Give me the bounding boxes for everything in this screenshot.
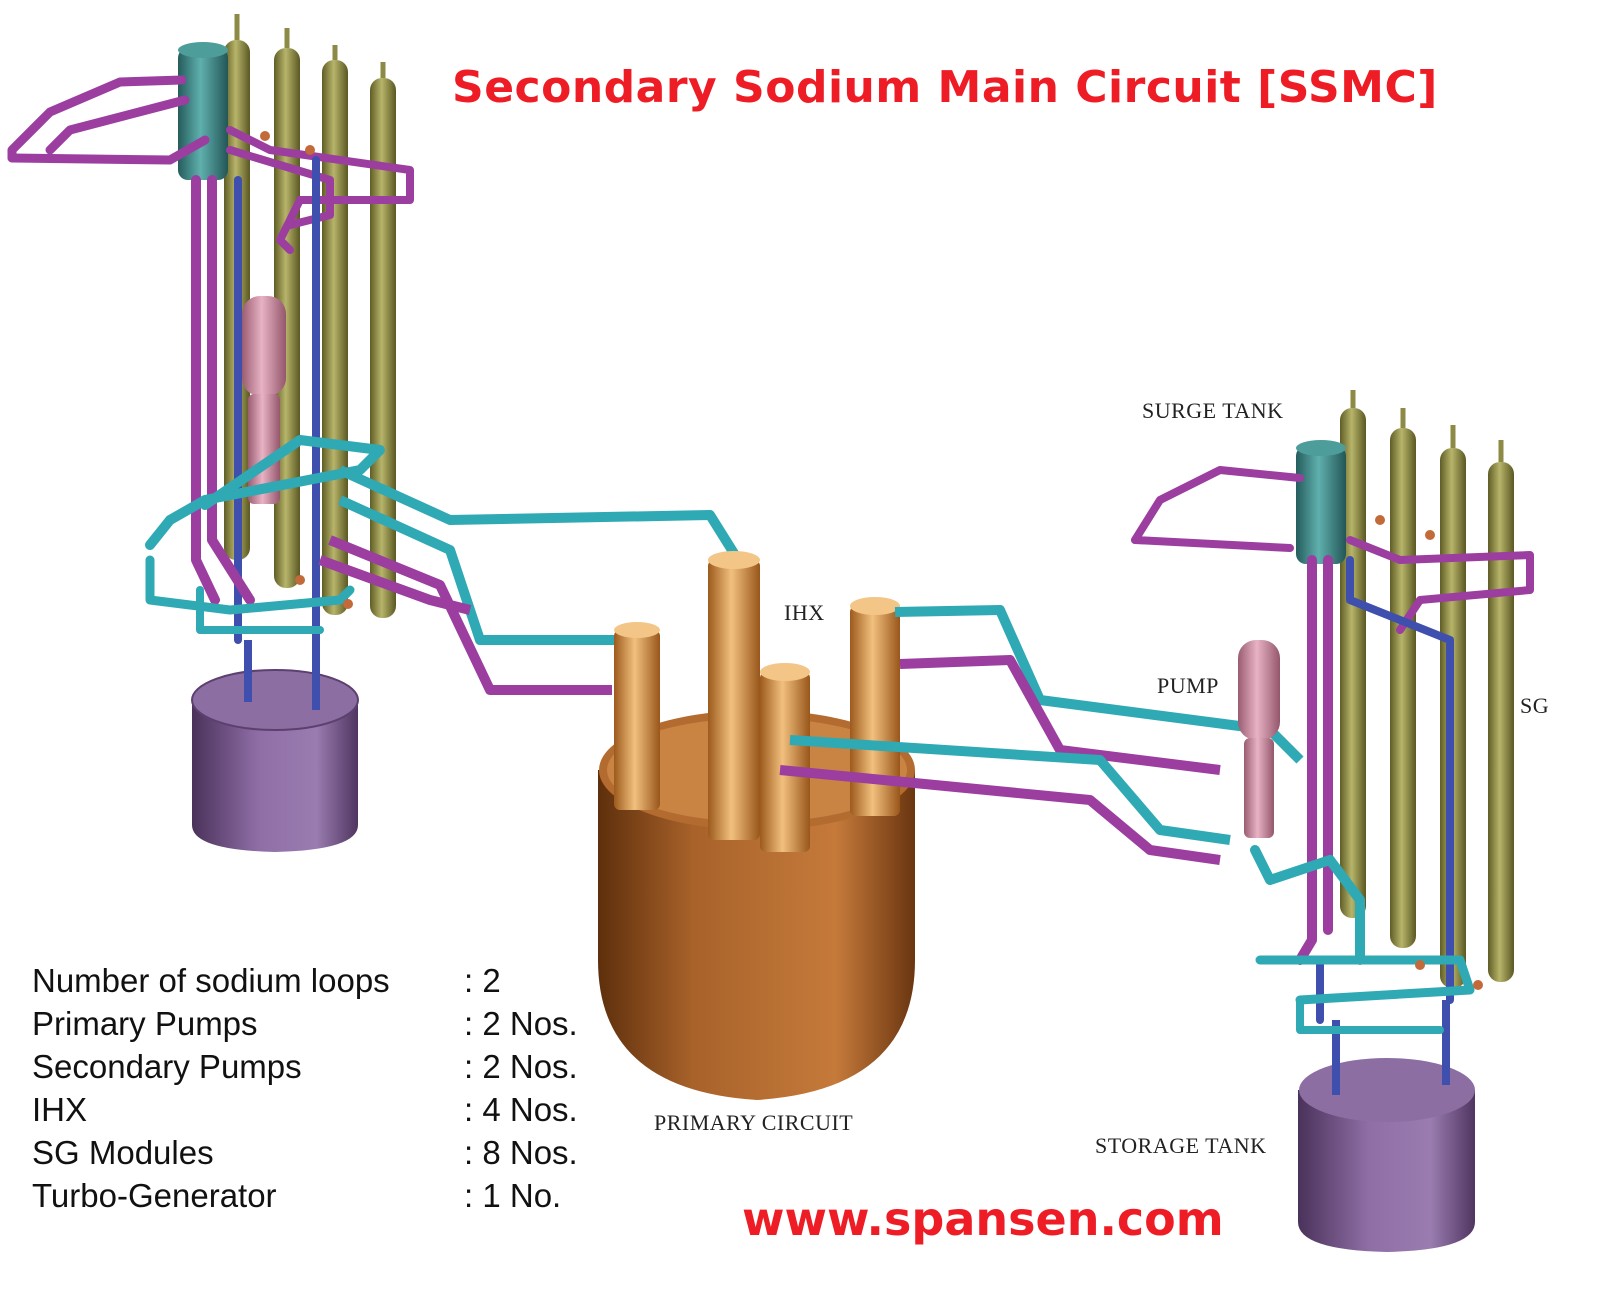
spec-row: Primary Pumps : 2 Nos. — [32, 1005, 632, 1048]
label-ihx: IHX — [784, 600, 825, 625]
spec-name: Number of sodium loops — [32, 962, 390, 999]
diagram-title: Secondary Sodium Main Circuit [SSMC] — [452, 62, 1438, 113]
spec-name: Primary Pumps — [32, 1005, 258, 1042]
left-crossover-pipes — [318, 465, 740, 695]
label-pump: PUMP — [1157, 673, 1219, 698]
label-surge-tank: SURGE TANK — [1142, 398, 1284, 423]
spec-name: SG Modules — [32, 1134, 214, 1171]
right-piping — [1131, 466, 1534, 1034]
right-surge-tank — [1296, 440, 1346, 564]
spec-name: Turbo-Generator — [32, 1177, 277, 1214]
ihx-units — [614, 551, 900, 852]
left-pump — [242, 296, 286, 504]
label-primary-circuit: PRIMARY CIRCUIT — [654, 1110, 854, 1135]
website-url: www.spansen.com — [742, 1192, 1224, 1246]
spec-value: : 8 Nos. — [464, 1134, 578, 1171]
label-sg: SG — [1520, 693, 1550, 718]
valve-markers — [260, 131, 1483, 990]
right-storage-tank — [1298, 1000, 1475, 1252]
right-sg-modules — [1340, 390, 1514, 988]
spec-row: SG Modules : 8 Nos. — [32, 1134, 632, 1177]
left-surge-tank — [178, 42, 228, 180]
spec-value: : 1 No. — [464, 1177, 562, 1214]
spec-value: : 2 — [464, 962, 501, 999]
right-crossover-pipes — [779, 605, 1304, 865]
left-storage-tank — [191, 640, 359, 852]
spec-table: Number of sodium loops : 2 Primary Pumps… — [32, 962, 632, 1220]
spec-row: IHX : 4 Nos. — [32, 1091, 632, 1134]
spec-value: : 4 Nos. — [464, 1091, 578, 1128]
spec-name: Secondary Pumps — [32, 1048, 302, 1085]
spec-value: : 2 Nos. — [464, 1005, 578, 1042]
spec-row: Secondary Pumps : 2 Nos. — [32, 1048, 632, 1091]
left-piping — [7, 75, 414, 644]
right-pump — [1238, 640, 1280, 838]
spec-row: Turbo-Generator : 1 No. — [32, 1177, 632, 1220]
label-storage-tank: STORAGE TANK — [1095, 1133, 1267, 1158]
spec-row: Number of sodium loops : 2 — [32, 962, 632, 1005]
spec-name: IHX — [32, 1091, 88, 1128]
spec-value: : 2 Nos. — [464, 1048, 578, 1085]
